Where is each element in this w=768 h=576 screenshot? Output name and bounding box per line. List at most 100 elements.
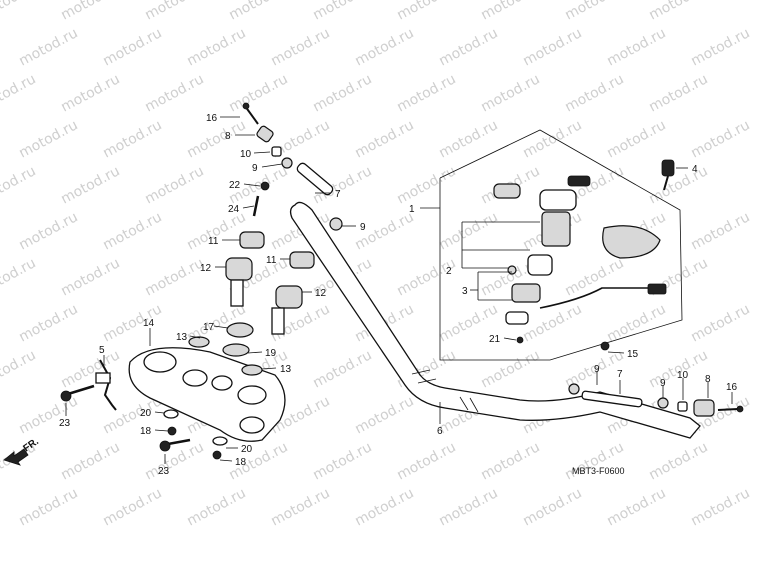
callout-6: 6 xyxy=(437,426,443,437)
callout-4: 4 xyxy=(692,164,698,175)
watermark-text: motod.ru xyxy=(688,117,752,161)
callout-7: 7 xyxy=(617,369,623,380)
watermark-text: motod.ru xyxy=(100,485,164,529)
watermark-text: motod.ru xyxy=(352,117,416,161)
watermark-text: motod.ru xyxy=(0,71,39,115)
watermark-text: motod.ru xyxy=(520,301,584,345)
watermark-text: motod.ru xyxy=(310,347,374,391)
callout-11: 11 xyxy=(208,236,219,247)
watermark-text: motod.ru xyxy=(100,301,164,345)
watermark-text: motod.ru xyxy=(604,485,668,529)
watermark-text: motod.ru xyxy=(436,209,500,253)
watermark-text: motod.ru xyxy=(16,209,80,253)
handlebar-holders xyxy=(225,231,315,335)
watermark-text: motod.ru xyxy=(58,439,122,483)
callout-23: 23 xyxy=(158,466,170,477)
callout-10: 10 xyxy=(677,370,689,381)
watermark-text: motod.ru xyxy=(100,209,164,253)
watermark-text: motod.ru xyxy=(142,71,206,115)
handlebar-weight-right xyxy=(568,383,744,417)
watermark-text: motod.ru xyxy=(0,163,39,207)
watermark-text: motod.ru xyxy=(268,25,332,69)
callout-14: 14 xyxy=(143,318,155,329)
watermark-text: motod.ru xyxy=(604,117,668,161)
watermark-text: motod.ru xyxy=(604,25,668,69)
callout-13: 13 xyxy=(176,332,188,343)
callout-12: 12 xyxy=(315,288,327,299)
watermark-text: motod.ru xyxy=(226,0,290,24)
watermark-text: motod.ru xyxy=(478,71,542,115)
handlebar-pipe xyxy=(289,201,701,439)
watermark-text: motod.ru xyxy=(16,301,80,345)
watermark-text: motod.ru xyxy=(520,25,584,69)
watermark-text: motod.ru xyxy=(562,255,626,299)
callout-24: 24 xyxy=(228,204,240,215)
watermark-text: motod.ru xyxy=(0,0,39,24)
watermark-text: motod.ru xyxy=(352,485,416,529)
callout-23: 23 xyxy=(59,418,71,429)
watermark-text: motod.ru xyxy=(310,71,374,115)
watermark-text: motod.ru xyxy=(310,439,374,483)
callout-18: 18 xyxy=(235,457,247,468)
watermark-text: motod.ru xyxy=(142,255,206,299)
callout-8: 8 xyxy=(705,374,711,385)
watermark-text: motod.ru xyxy=(352,25,416,69)
watermark-text: motod.ru xyxy=(646,71,710,115)
watermark-text: motod.ru xyxy=(688,209,752,253)
watermark-text: motod.ru xyxy=(16,117,80,161)
watermark-text: motod.ru xyxy=(142,0,206,24)
watermark-text: motod.ru xyxy=(520,117,584,161)
diagram-code: MBT3-F0600 xyxy=(572,466,625,476)
watermark-text: motod.ru xyxy=(562,439,626,483)
callout-9: 9 xyxy=(594,364,600,375)
callout-22: 22 xyxy=(229,180,241,191)
callout-7: 7 xyxy=(335,189,341,200)
ignition-switch-parts xyxy=(493,159,675,351)
watermark-text: motod.ru xyxy=(16,485,80,529)
callout-2: 2 xyxy=(446,266,452,277)
watermark-text: motod.ru xyxy=(688,25,752,69)
watermark-text: motod.ru xyxy=(604,301,668,345)
callout-15: 15 xyxy=(627,349,639,360)
callout-10: 10 xyxy=(240,149,252,160)
watermark-text: motod.ru xyxy=(520,485,584,529)
watermark-text: motod.ru xyxy=(394,71,458,115)
watermark-text: motod.ru xyxy=(0,347,39,391)
watermark-text: motod.ru xyxy=(688,301,752,345)
watermark-text: motod.ru xyxy=(478,439,542,483)
watermark-text: motod.ru xyxy=(562,0,626,24)
watermark-text: motod.ru xyxy=(394,163,458,207)
watermark-text: motod.ru xyxy=(100,25,164,69)
callout-20: 20 xyxy=(140,408,152,419)
watermark-text: motod.ru xyxy=(436,25,500,69)
watermark-text: motod.ru xyxy=(16,25,80,69)
top-bridge xyxy=(128,322,286,442)
callout-9: 9 xyxy=(360,222,366,233)
watermark-text: motod.ru xyxy=(226,71,290,115)
watermark-text: motod.ru xyxy=(478,347,542,391)
watermark-text: motod.ru xyxy=(58,163,122,207)
callout-16: 16 xyxy=(206,113,218,124)
callout-18: 18 xyxy=(140,426,152,437)
callout-13: 13 xyxy=(280,364,292,375)
watermark-text: motod.ru xyxy=(436,485,500,529)
watermark-text: motod.ru xyxy=(394,0,458,24)
bracket-and-bolts xyxy=(60,359,228,460)
watermark-text: motod.ru xyxy=(142,163,206,207)
callout-5: 5 xyxy=(99,345,105,356)
watermark-text: motod.ru xyxy=(394,439,458,483)
callout-21: 21 xyxy=(489,334,501,345)
watermark-text: motod.ru xyxy=(100,117,164,161)
callout-17: 17 xyxy=(203,322,215,333)
ignition-group-frame xyxy=(439,129,683,361)
watermark-text: motod.ru xyxy=(646,0,710,24)
watermark-text: motod.ru xyxy=(58,255,122,299)
watermark-text: motod.ru xyxy=(352,393,416,437)
watermark-text: motod.ru xyxy=(646,163,710,207)
callout-9: 9 xyxy=(252,163,258,174)
callout-11: 11 xyxy=(266,255,277,266)
watermark-text: motod.ru xyxy=(646,439,710,483)
watermark-text: motod.ru xyxy=(562,71,626,115)
